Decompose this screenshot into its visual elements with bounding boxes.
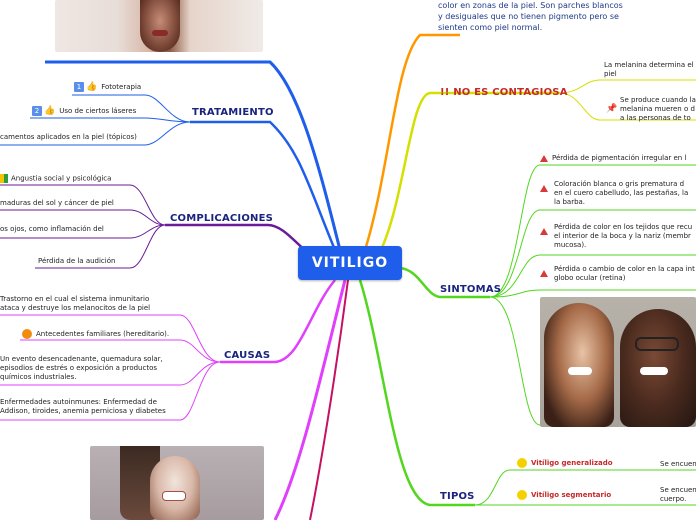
number-1-badge: 1	[74, 82, 84, 92]
sintomas-item-2[interactable]: Coloración blanca o gris prematura d en …	[540, 180, 688, 207]
no-contagiosa-item-2[interactable]: 📌 Se produce cuando la melanina mueren o…	[606, 96, 696, 122]
complicaciones-item-1[interactable]: Angustia social y psicológica	[0, 174, 111, 184]
yellow-dot-icon	[517, 490, 527, 500]
yellow-dot-icon	[517, 458, 527, 468]
branch-sintomas[interactable]: SINTOMAS	[440, 284, 502, 295]
complicaciones-item-3[interactable]: os ojos, como inflamación del	[0, 225, 104, 233]
branch-tipos[interactable]: TIPOS	[440, 491, 475, 502]
complicaciones-item-4[interactable]: Pérdida de la audición	[38, 257, 116, 265]
branch-causas[interactable]: CAUSAS	[224, 350, 271, 361]
warning-triangle-icon	[540, 228, 548, 235]
causas-item-1[interactable]: Trastorno en el cual el sistema inmunita…	[0, 295, 151, 312]
tratamiento-item-2[interactable]: 2👍Uso de ciertos láseres	[32, 106, 136, 116]
branch-tratamiento[interactable]: TRATAMIENTO	[192, 107, 274, 118]
tipos-item-2-desc: Se encuen cuerpo.	[660, 486, 696, 503]
orange-dot-icon	[22, 329, 32, 339]
pushpin-icon: 📌	[606, 104, 618, 114]
top-photo	[55, 0, 263, 52]
beginner-leaf-icon	[0, 174, 8, 183]
sintomas-item-3[interactable]: Pérdida de color en los tejidos que recu…	[540, 223, 692, 250]
tratamiento-item-1[interactable]: 1👍Fototerapia	[74, 82, 141, 92]
complicaciones-item-2[interactable]: maduras del sol y cáncer de piel	[0, 199, 114, 207]
thumbs-up-icon: 👍	[86, 81, 98, 92]
no-contagiosa-item-1[interactable]: La melanina determina el piel	[604, 61, 694, 78]
tipos-item-2[interactable]: Vitíligo segmentario	[517, 490, 611, 500]
number-2-badge: 2	[32, 106, 42, 116]
thumbs-up-icon: 👍	[44, 105, 56, 116]
branch-no-contagiosa[interactable]: !! NO ES CONTAGIOSA	[440, 87, 568, 98]
causas-item-3[interactable]: Un evento desencadenante, quemadura sola…	[0, 355, 163, 381]
sintomas-photo	[540, 297, 696, 427]
warning-triangle-icon	[540, 270, 548, 277]
tipos-item-1[interactable]: Vitíligo generalizado	[517, 458, 613, 468]
causas-item-4[interactable]: Enfermedades autoinmunes: Enfermedad de …	[0, 398, 166, 415]
intro-text: color en zonas de la piel. Son parches b…	[438, 1, 623, 32]
causas-item-2[interactable]: Antecedentes familiares (hereditario).	[22, 329, 169, 339]
warning-triangle-icon	[540, 185, 548, 192]
tratamiento-item-3[interactable]: camentos aplicados en la piel (tópicos)	[0, 133, 137, 141]
sintomas-item-4[interactable]: Pérdida o cambio de color en la capa int…	[540, 265, 695, 283]
tipos-item-1-desc: Se encuen	[660, 460, 696, 468]
bottom-photo	[90, 446, 264, 520]
warning-triangle-icon	[540, 154, 548, 162]
sintomas-item-1[interactable]: Pérdida de pigmentación irregular en l	[540, 154, 686, 163]
branch-complicaciones[interactable]: COMPLICACIONES	[170, 213, 274, 224]
central-topic[interactable]: VITILIGO	[298, 246, 402, 280]
